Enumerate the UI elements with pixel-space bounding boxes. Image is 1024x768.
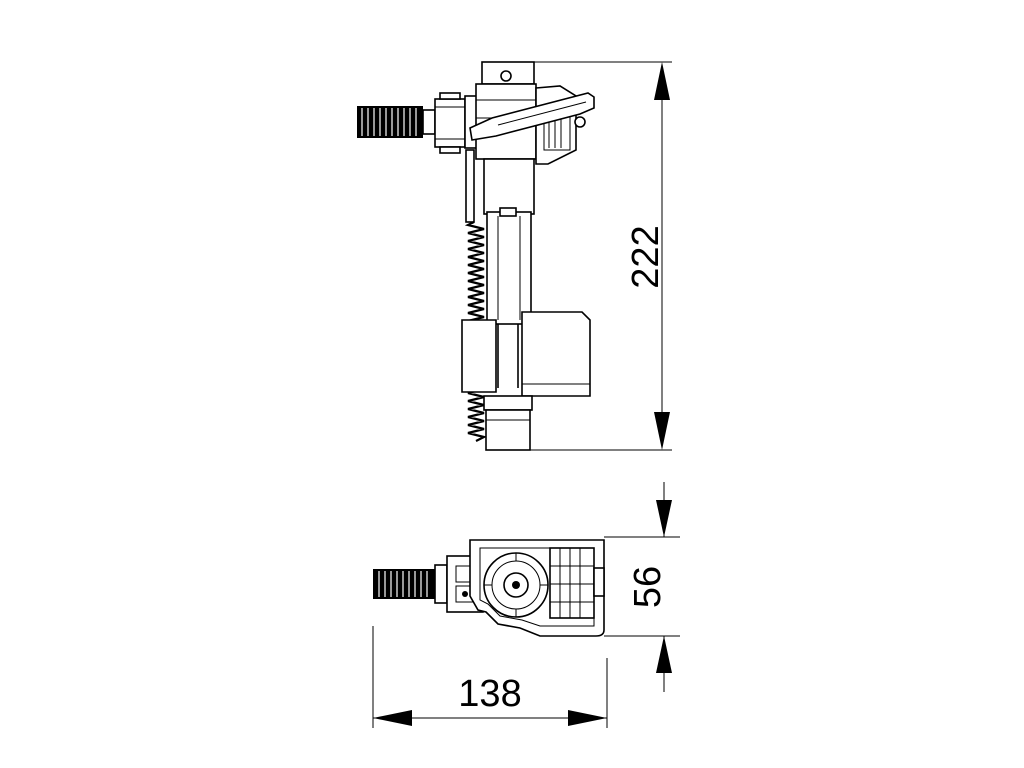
float-cup xyxy=(461,311,591,397)
arrowhead-icon xyxy=(656,636,672,673)
height-label: 222 xyxy=(625,225,667,288)
width-label: 138 xyxy=(458,673,521,715)
arrowhead-icon xyxy=(654,412,670,450)
body-column xyxy=(483,158,535,325)
arrowhead-icon xyxy=(654,62,670,100)
float-lever xyxy=(469,92,595,141)
valve-circle xyxy=(483,552,549,618)
outlet xyxy=(483,395,533,451)
depth-label: 56 xyxy=(627,566,669,608)
arrowhead-icon xyxy=(656,500,672,537)
width-dimension: 138 xyxy=(372,626,608,728)
top-view: 56 138 xyxy=(372,482,680,728)
arrowhead-icon xyxy=(568,710,607,726)
arrowhead-icon xyxy=(373,710,412,726)
inlet-nut xyxy=(434,92,478,154)
height-dimension: 222 xyxy=(526,61,672,451)
adjustment-rod xyxy=(464,149,488,442)
depth-dimension: 56 xyxy=(604,482,680,692)
side-view: 222 xyxy=(357,61,672,451)
top-mechanism xyxy=(549,547,605,619)
top-shank xyxy=(373,564,448,604)
inlet-shank xyxy=(357,106,436,138)
